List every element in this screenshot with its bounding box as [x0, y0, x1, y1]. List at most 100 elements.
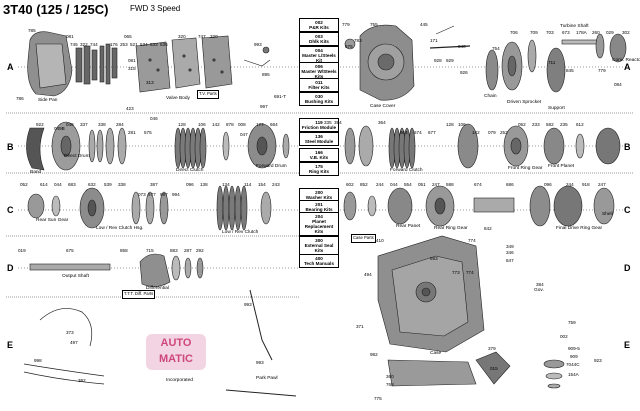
part-number: 046: [66, 122, 74, 127]
part-number: 134: [222, 182, 230, 187]
part-number: 703: [546, 30, 554, 35]
part-caption: Shell: [602, 212, 613, 217]
part-number: 747: [198, 34, 206, 39]
part-caption: Rear Ring Gear: [434, 226, 468, 231]
kit-label: Master L/Steels Kit: [302, 53, 336, 63]
part-number: 154: [258, 182, 266, 187]
kit-label: Master W/Steels Kits: [301, 69, 337, 79]
part-caption: Direct Clutch: [176, 168, 204, 173]
part-number: 582: [546, 122, 554, 127]
part-number: 364: [378, 120, 386, 125]
kit-label: Bushing Kits: [304, 99, 334, 104]
part-number: 338: [118, 182, 126, 187]
part-number: 775: [374, 396, 382, 401]
part-number: 138: [200, 182, 208, 187]
part-number: 926: [460, 70, 468, 75]
part-number: 774: [468, 238, 476, 243]
part-number: 588: [446, 182, 454, 187]
part-number: 106: [198, 122, 206, 127]
part-number: 247: [432, 182, 440, 187]
row-label-a-left: A: [7, 62, 14, 72]
part-number: 673: [562, 30, 570, 35]
part-caption: Gov.: [534, 288, 544, 293]
row-label-d-right: D: [624, 263, 631, 273]
part-number: 783: [354, 38, 362, 43]
part-number: 858: [120, 248, 128, 253]
part-number: 683: [68, 182, 76, 187]
part-caption: Front Planet: [548, 164, 575, 169]
part-number: 252: [500, 130, 508, 135]
part-number: 977: [148, 192, 156, 197]
part-number: 044: [390, 182, 398, 187]
part-caption: Low / Rev Clutch Hsg.: [96, 226, 144, 231]
automatic-logo-icon: AUTO MATIC: [146, 334, 206, 370]
part-number: 928: [434, 58, 442, 63]
part-number: 691-T: [274, 94, 287, 99]
part-number: 051: [418, 182, 426, 187]
part-number: 602: [346, 182, 354, 187]
part-number: 081: [66, 34, 74, 39]
part-number: 338: [98, 122, 106, 127]
kit-label: P&R Kits: [309, 25, 329, 30]
kit-code: 300: [315, 238, 323, 243]
part-caption: Direct Drum: [64, 154, 90, 159]
part-number: 779: [598, 68, 606, 73]
part-number: 335: [324, 120, 332, 125]
part-caption: Driven Sprocket: [507, 100, 542, 105]
part-number: 235: [560, 122, 568, 127]
part-caption: Band: [30, 170, 42, 175]
part-number: 049B: [54, 126, 65, 131]
part-number: 845: [566, 68, 574, 73]
part-caption: Front Ring Gear: [508, 166, 543, 171]
part-number: 128: [446, 122, 454, 127]
part-number: 384: [536, 282, 544, 287]
part-number: 745: [70, 42, 78, 47]
part-number: 674: [414, 130, 422, 135]
part-number: 929: [446, 58, 454, 63]
part-caption: Forward Drum: [256, 164, 287, 169]
kit-label: Dhlk Kits: [309, 39, 329, 44]
part-number: 993: [256, 360, 264, 365]
part-number: 243: [272, 182, 280, 187]
part-number: 349: [506, 244, 514, 249]
kit-code: 003: [315, 34, 323, 39]
row-label-e-left: E: [7, 340, 14, 350]
svg-text:MATIC: MATIC: [159, 353, 193, 365]
part-number: 706: [510, 30, 518, 35]
kit-code: 002: [315, 20, 323, 25]
part-group-box: T.T.T. Diff. Parts: [122, 290, 156, 299]
kit-label: Ring Kits: [308, 169, 330, 174]
part-number: 715: [146, 248, 154, 253]
part-number: 768: [386, 382, 394, 387]
page-header: 3T40 (125 / 125C) FWD 3 Speed: [0, 0, 640, 18]
part-caption: Case Cover: [370, 104, 396, 109]
part-number: 313: [146, 80, 154, 85]
part-number: 142: [472, 130, 480, 135]
part-caption: Support: [548, 106, 565, 111]
part-number: 096: [544, 182, 552, 187]
part-number: 423: [126, 106, 134, 111]
part-caption: Conv. Reactor: [612, 58, 640, 63]
part-number: 379: [488, 346, 496, 351]
part-number: 044: [54, 182, 62, 187]
part-caption: Incorporated: [166, 378, 193, 383]
part-number: 539: [104, 182, 112, 187]
part-number: 315: [128, 66, 136, 71]
part-number: 176: [110, 42, 118, 47]
part-number: 015: [490, 366, 498, 371]
part-number: 382: [78, 378, 86, 383]
part-number: 410: [376, 238, 384, 243]
part-number: 982: [370, 352, 378, 357]
part-number: 754: [492, 46, 500, 51]
part-number: 244: [566, 182, 574, 187]
part-number: 997: [260, 104, 268, 109]
part-number: 065: [124, 34, 132, 39]
part-number: 337: [80, 122, 88, 127]
part-number: 106: [458, 122, 466, 127]
part-number: 253: [120, 42, 128, 47]
part-number: 895: [262, 72, 270, 77]
